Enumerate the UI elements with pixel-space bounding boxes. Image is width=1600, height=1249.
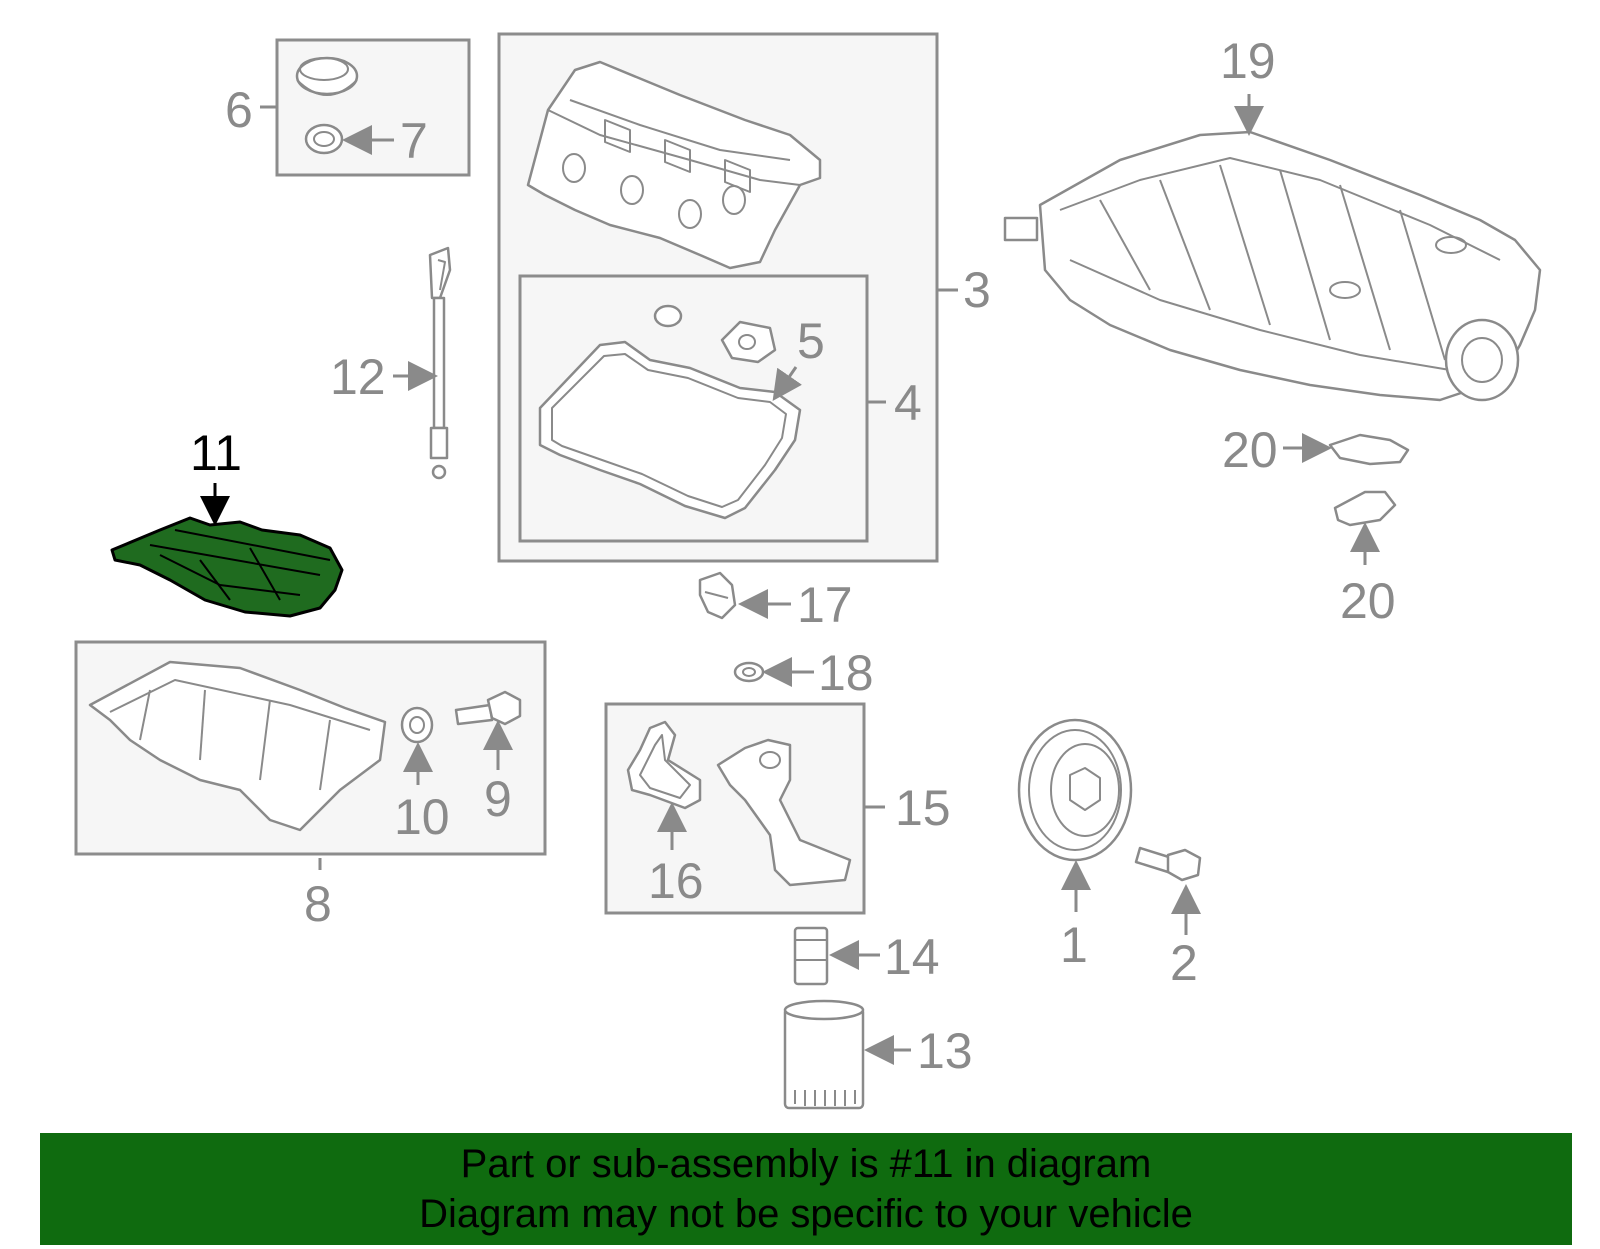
callout-13: 13 <box>917 1023 973 1079</box>
drain-bolt <box>454 690 522 726</box>
oil-baffle-plate <box>110 516 344 618</box>
oil-filter <box>783 999 865 1110</box>
callout-8: 8 <box>304 876 332 932</box>
callout-1: 1 <box>1060 917 1088 973</box>
cap-seal <box>304 123 344 155</box>
oil-pan <box>88 660 387 832</box>
strainer-gasket <box>626 720 702 810</box>
callout-18: 18 <box>818 645 874 701</box>
callout-11: 11 <box>190 425 242 481</box>
filter-adapter-bolt <box>793 926 829 986</box>
callout-6: 6 <box>225 82 253 138</box>
callout-7: 7 <box>400 113 428 169</box>
crankshaft-pulley <box>1017 718 1133 862</box>
callout-19: 19 <box>1220 33 1276 89</box>
info-banner: Part or sub-assembly is #11 in diagram D… <box>40 1133 1572 1245</box>
dipstick <box>428 246 452 480</box>
callout-15: 15 <box>895 780 951 836</box>
callout-20-upper: 20 <box>1222 422 1278 478</box>
callout-5: 5 <box>797 313 825 369</box>
sealing-washer <box>733 661 765 683</box>
oil-filler-cap <box>295 56 359 96</box>
callout-9: 9 <box>484 771 512 827</box>
drain-washer <box>400 706 434 744</box>
callout-20-lower: 20 <box>1340 573 1396 629</box>
pulley-bolt <box>1134 846 1202 882</box>
intake-gasket-upper <box>1328 433 1410 466</box>
banner-line-1: Part or sub-assembly is #11 in diagram <box>460 1142 1152 1186</box>
callout-10: 10 <box>394 789 450 845</box>
callout-12: 12 <box>330 349 386 405</box>
callout-16: 16 <box>648 853 704 909</box>
callout-3: 3 <box>963 262 991 318</box>
oil-strainer-pickup <box>716 738 852 887</box>
callout-2: 2 <box>1170 935 1198 991</box>
valve-cover <box>526 60 822 270</box>
callout-17: 17 <box>797 577 853 633</box>
intake-gasket-lower <box>1333 490 1397 527</box>
oil-pressure-switch <box>698 571 737 620</box>
callout-4: 4 <box>894 375 922 431</box>
cap-group-box <box>275 38 471 177</box>
intake-manifold <box>1003 130 1542 402</box>
banner-line-2: Diagram may not be specific to your vehi… <box>419 1192 1193 1236</box>
callout-14: 14 <box>884 929 940 985</box>
valve-cover-gasket <box>538 304 802 520</box>
